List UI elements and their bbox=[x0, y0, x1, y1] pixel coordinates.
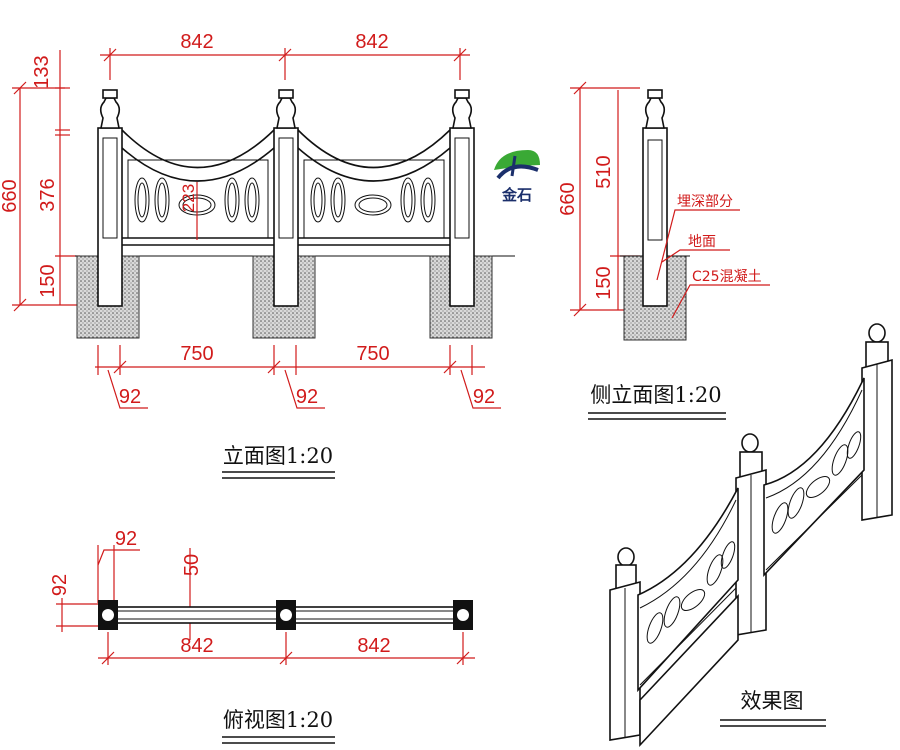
front-elevation: 842 842 660 133 376 150 bbox=[0, 31, 515, 479]
post-width-right: 92 bbox=[473, 386, 495, 408]
post-width-left: 92 bbox=[119, 386, 141, 408]
plan-span-left: 842 bbox=[180, 635, 213, 657]
span-right: 750 bbox=[356, 343, 389, 365]
top-dimension: 842 842 bbox=[100, 31, 470, 80]
panel-height: 376 bbox=[37, 178, 59, 211]
perspective-render: 效果图 bbox=[609, 323, 893, 748]
render-panel-left bbox=[637, 487, 739, 748]
panel-left: 223 bbox=[121, 129, 275, 246]
elevation-caption: 立面图1:20 bbox=[223, 444, 333, 468]
span-left: 750 bbox=[180, 343, 213, 365]
note-ground: 地面 bbox=[688, 234, 716, 250]
total-height: 660 bbox=[0, 179, 21, 212]
post-left bbox=[97, 127, 123, 307]
base-height: 150 bbox=[37, 264, 59, 297]
plan-span-right: 842 bbox=[357, 635, 390, 657]
post-mid bbox=[273, 127, 299, 307]
render-panel-right bbox=[763, 377, 865, 577]
plan-depth-dim: 92 bbox=[49, 574, 71, 596]
left-dimensions: 660 133 376 150 bbox=[0, 50, 80, 312]
logo-name: 金石 bbox=[501, 186, 532, 204]
render-post-right bbox=[861, 323, 893, 521]
render-post-left bbox=[609, 547, 641, 741]
panel-right bbox=[297, 129, 451, 246]
brand-logo: 金石 bbox=[494, 150, 540, 204]
top-dim-left: 842 bbox=[180, 31, 213, 53]
plan-post-dim: 92 bbox=[115, 528, 137, 550]
post-width-mid: 92 bbox=[296, 386, 318, 408]
plan-view: 92 92 50 842 842 俯视图1:20 bbox=[49, 528, 475, 744]
side-base-height: 150 bbox=[593, 266, 615, 299]
side-caption: 侧立面图1:20 bbox=[590, 383, 721, 407]
logo-leaf-icon bbox=[494, 150, 540, 170]
side-total-height: 660 bbox=[557, 182, 579, 215]
top-dim-right: 842 bbox=[355, 31, 388, 53]
cap-height: 133 bbox=[31, 55, 53, 88]
side-finial bbox=[644, 97, 666, 129]
finial-left bbox=[99, 97, 121, 129]
note-concrete: C25混凝土 bbox=[692, 269, 762, 285]
side-above-height: 510 bbox=[593, 155, 615, 188]
side-post bbox=[642, 127, 668, 307]
render-post-mid bbox=[735, 433, 767, 636]
post-right bbox=[449, 127, 475, 307]
finial-mid bbox=[275, 97, 297, 129]
plan-rail-dim: 50 bbox=[181, 554, 203, 576]
render-caption: 效果图 bbox=[741, 689, 804, 713]
plan-caption: 俯视图1:20 bbox=[223, 708, 333, 732]
posts bbox=[97, 89, 475, 307]
finial-right bbox=[451, 97, 473, 129]
side-elevation: 660 510 150 埋深部分 地面 C25混凝土 侧立面图1:20 bbox=[557, 81, 770, 420]
bottom-dimension: 750 750 92 92 92 bbox=[95, 343, 501, 409]
center-opening-dim: 223 bbox=[179, 184, 198, 212]
note-embedded: 埋深部分 bbox=[677, 194, 733, 210]
